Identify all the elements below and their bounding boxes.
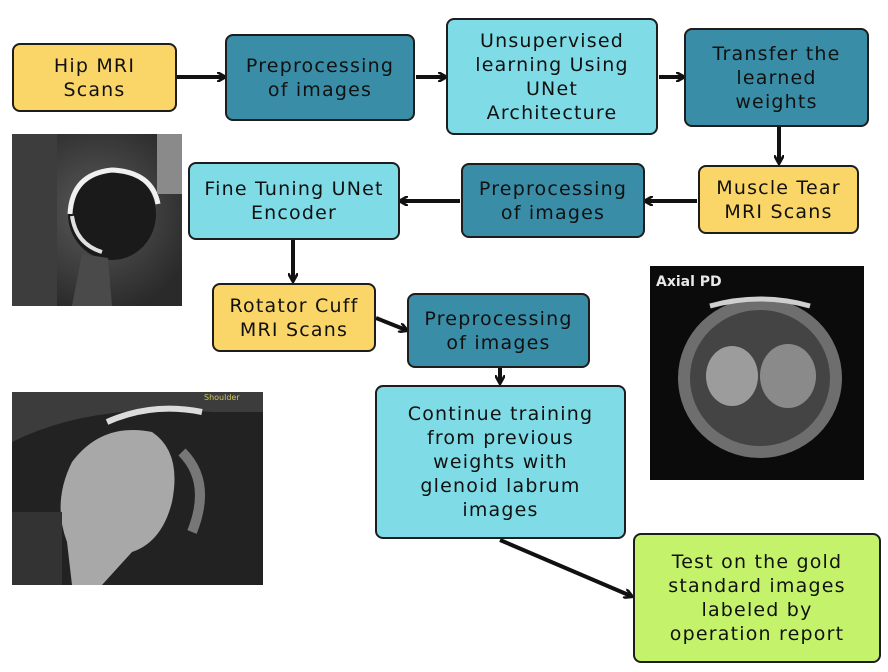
preprocessing-node-1: Preprocessing of images	[225, 34, 415, 121]
shoulder-image-label: Shoulder	[204, 393, 240, 402]
hip-mri-scans-label: Hip MRI Scans	[53, 54, 136, 101]
arrow-rotator-to-preprocess	[375, 316, 406, 330]
fine-tuning-node: Fine Tuning UNet Encoder	[188, 162, 400, 240]
shoulder-mri-image: Shoulder	[12, 392, 263, 585]
preprocessing-label-1: Preprocessing of images	[245, 54, 395, 101]
arrow-continue-to-test	[499, 538, 631, 596]
muscle-tear-scans-node: Muscle Tear MRI Scans	[698, 165, 859, 234]
test-gold-standard-node: Test on the gold standard images labeled…	[633, 533, 881, 663]
hip-mri-scans-node: Hip MRI Scans	[12, 43, 177, 112]
preprocessing-node-3: Preprocessing of images	[407, 293, 590, 368]
test-gold-standard-label: Test on the gold standard images labeled…	[668, 551, 846, 645]
muscle-tear-scans-label: Muscle Tear MRI Scans	[716, 176, 841, 223]
preprocessing-node-2: Preprocessing of images	[461, 163, 645, 238]
rotator-cuff-scans-label: Rotator Cuff MRI Scans	[229, 294, 359, 341]
knee-image-label: Axial PD	[656, 274, 722, 290]
continue-training-node: Continue training from previous weights …	[375, 385, 626, 539]
unsupervised-learning-node: Unsupervised learning Using UNet Archite…	[446, 18, 658, 135]
rotator-cuff-scans-node: Rotator Cuff MRI Scans	[212, 283, 376, 352]
knee-mri-image: Axial PD	[650, 266, 864, 480]
transfer-weights-node: Transfer the learned weights	[684, 28, 869, 127]
hip-mri-image	[12, 134, 182, 306]
preprocessing-label-2: Preprocessing of images	[478, 177, 628, 224]
continue-training-label: Continue training from previous weights …	[407, 403, 594, 521]
fine-tuning-label: Fine Tuning UNet Encoder	[204, 178, 384, 224]
preprocessing-label-3: Preprocessing of images	[424, 307, 573, 354]
transfer-weights-label: Transfer the learned weights	[712, 42, 841, 113]
unsupervised-learning-label: Unsupervised learning Using UNet Archite…	[475, 29, 629, 124]
